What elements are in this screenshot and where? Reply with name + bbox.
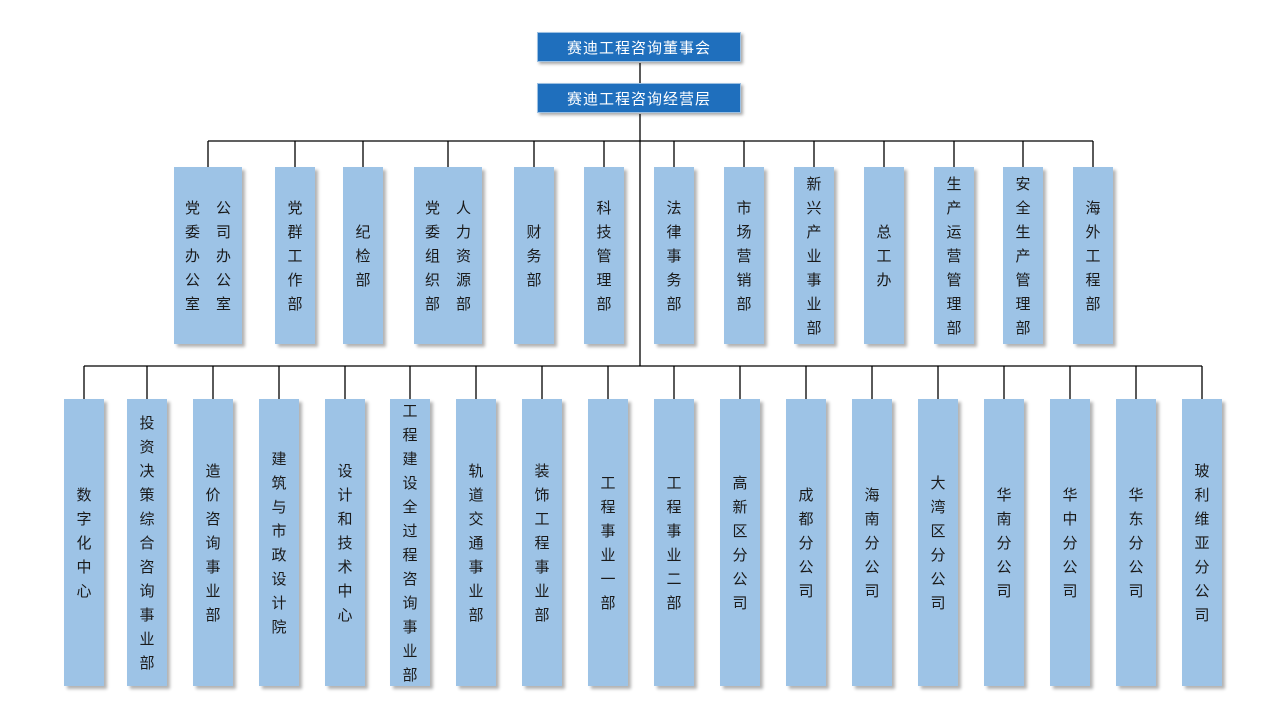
department-box: 法律事务部 <box>654 167 694 344</box>
department-box: 轨道交通事业部 <box>456 399 496 686</box>
board-box: 赛迪工程咨询董事会 <box>537 32 741 62</box>
department-box: 海南分公司 <box>852 399 892 686</box>
department-label: 华中分公司 <box>1062 485 1078 600</box>
department-label: 党群工作部 <box>287 198 303 313</box>
department-label: 轨道交通事业部 <box>468 461 484 624</box>
department-label: 总工办 <box>876 222 892 289</box>
department-box: 建筑与市政设计院 <box>259 399 299 686</box>
management-box: 赛迪工程咨询经营层 <box>537 83 741 113</box>
department-box: 新兴产业事业部 <box>794 167 834 344</box>
department-label: 人力资源部 <box>456 198 472 313</box>
department-box: 工程事业一部 <box>588 399 628 686</box>
department-label: 工程建设全过程咨询事业部 <box>402 401 418 684</box>
department-box: 市场营销部 <box>724 167 764 344</box>
department-box: 财务部 <box>514 167 554 344</box>
department-box: 生产运营管理部 <box>934 167 974 344</box>
department-box: 公司办公室党委办公室 <box>174 167 242 344</box>
department-label: 高新区分公司 <box>732 473 748 612</box>
department-box: 设计和技术中心 <box>325 399 365 686</box>
department-box: 纪检部 <box>343 167 383 344</box>
department-box: 装饰工程事业部 <box>522 399 562 686</box>
department-label: 装饰工程事业部 <box>534 461 550 624</box>
board-label: 赛迪工程咨询董事会 <box>566 38 711 57</box>
department-label: 法律事务部 <box>666 198 682 313</box>
department-box: 党群工作部 <box>275 167 315 344</box>
department-box: 投资决策综合咨询事业部 <box>127 399 167 686</box>
department-label: 科技管理部 <box>596 198 612 313</box>
department-box: 大湾区分公司 <box>918 399 958 686</box>
department-box: 高新区分公司 <box>720 399 760 686</box>
department-box: 华南分公司 <box>984 399 1024 686</box>
department-label: 华东分公司 <box>1128 485 1144 600</box>
management-label: 赛迪工程咨询经营层 <box>566 89 711 108</box>
department-box: 华中分公司 <box>1050 399 1090 686</box>
department-label: 大湾区分公司 <box>930 473 946 612</box>
department-label: 市场营销部 <box>736 198 752 313</box>
department-label: 建筑与市政设计院 <box>271 449 287 636</box>
department-label: 工程事业一部 <box>600 473 616 612</box>
department-label: 华南分公司 <box>996 485 1012 600</box>
department-box: 数字化中心 <box>64 399 104 686</box>
department-label: 投资决策综合咨询事业部 <box>139 413 155 672</box>
department-label: 玻利维亚分公司 <box>1194 461 1210 624</box>
department-box: 人力资源部党委组织部 <box>414 167 482 344</box>
department-box: 华东分公司 <box>1116 399 1156 686</box>
department-label: 党委办公室 <box>184 198 200 313</box>
department-box: 安全生产管理部 <box>1003 167 1043 344</box>
department-label: 财务部 <box>526 222 542 289</box>
department-box: 工程事业二部 <box>654 399 694 686</box>
department-box: 造价咨询事业部 <box>193 399 233 686</box>
department-label: 工程事业二部 <box>666 473 682 612</box>
department-box: 总工办 <box>864 167 904 344</box>
department-label: 生产运营管理部 <box>946 174 962 337</box>
department-label: 数字化中心 <box>76 485 92 600</box>
department-box: 科技管理部 <box>584 167 624 344</box>
department-label: 安全生产管理部 <box>1015 174 1031 337</box>
department-label: 设计和技术中心 <box>337 461 353 624</box>
department-box: 成都分公司 <box>786 399 826 686</box>
department-box: 工程建设全过程咨询事业部 <box>390 399 430 686</box>
department-label: 党委组织部 <box>424 198 440 313</box>
department-label: 新兴产业事业部 <box>806 174 822 337</box>
department-label: 纪检部 <box>355 222 371 289</box>
department-box: 玻利维亚分公司 <box>1182 399 1222 686</box>
department-label: 造价咨询事业部 <box>205 461 221 624</box>
department-label: 公司办公室 <box>216 198 232 313</box>
department-label: 海南分公司 <box>864 485 880 600</box>
department-label: 成都分公司 <box>798 485 814 600</box>
department-label: 海外工程部 <box>1085 198 1101 313</box>
department-box: 海外工程部 <box>1073 167 1113 344</box>
